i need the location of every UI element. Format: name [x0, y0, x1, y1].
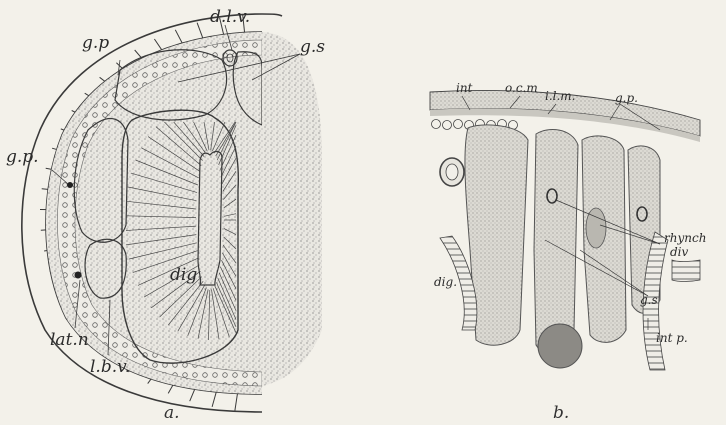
label-gs: g.s	[300, 37, 325, 57]
label-gs-b: g.s	[640, 293, 658, 307]
label-ocm: o.c.m	[505, 81, 538, 95]
label-lbv: l.b.v.	[90, 357, 130, 377]
dark-nucleus	[538, 324, 582, 368]
epidermis-cell-wall	[235, 393, 238, 411]
label-dlv: d.l.v.	[210, 7, 250, 27]
basement-ring	[432, 120, 441, 129]
label-gp-left: g.p.	[6, 147, 39, 167]
label-dig-b: dig.	[434, 275, 457, 289]
nerve-dot	[67, 182, 73, 188]
lateral-nerve-dot	[75, 272, 82, 279]
caption-a: a.	[164, 403, 180, 423]
label-gp-top: g.p	[82, 33, 109, 53]
epidermis-cell-wall	[197, 23, 203, 40]
label-ilm: i.l.m.	[545, 89, 576, 103]
figure-a-cross-section: g.p d.l.v. g.s g.p. dig lat.n l.b.v. a.	[6, 7, 325, 423]
outer-edge-cap	[262, 14, 282, 16]
label-div: div	[670, 245, 689, 259]
basement-ring	[454, 120, 463, 129]
right-edge-wall	[672, 260, 700, 282]
label-latn: lat.n	[50, 330, 89, 350]
basement-ring	[443, 121, 452, 130]
figure-b-longitudinal-section: int o.c.m i.l.m. g.p. rhynch div dig. g.…	[430, 81, 706, 423]
label-int: int	[456, 81, 473, 95]
label-intp: int p.	[656, 331, 688, 345]
label-rhynch: rhynch	[664, 231, 706, 245]
right-parenchyma	[262, 32, 322, 386]
label-gp-b: g.p.	[615, 91, 638, 105]
caption-b: b.	[553, 403, 569, 423]
intestine-ring-inner	[446, 164, 458, 180]
diverticulum-2	[534, 129, 578, 353]
label-dig: dig	[170, 265, 197, 285]
